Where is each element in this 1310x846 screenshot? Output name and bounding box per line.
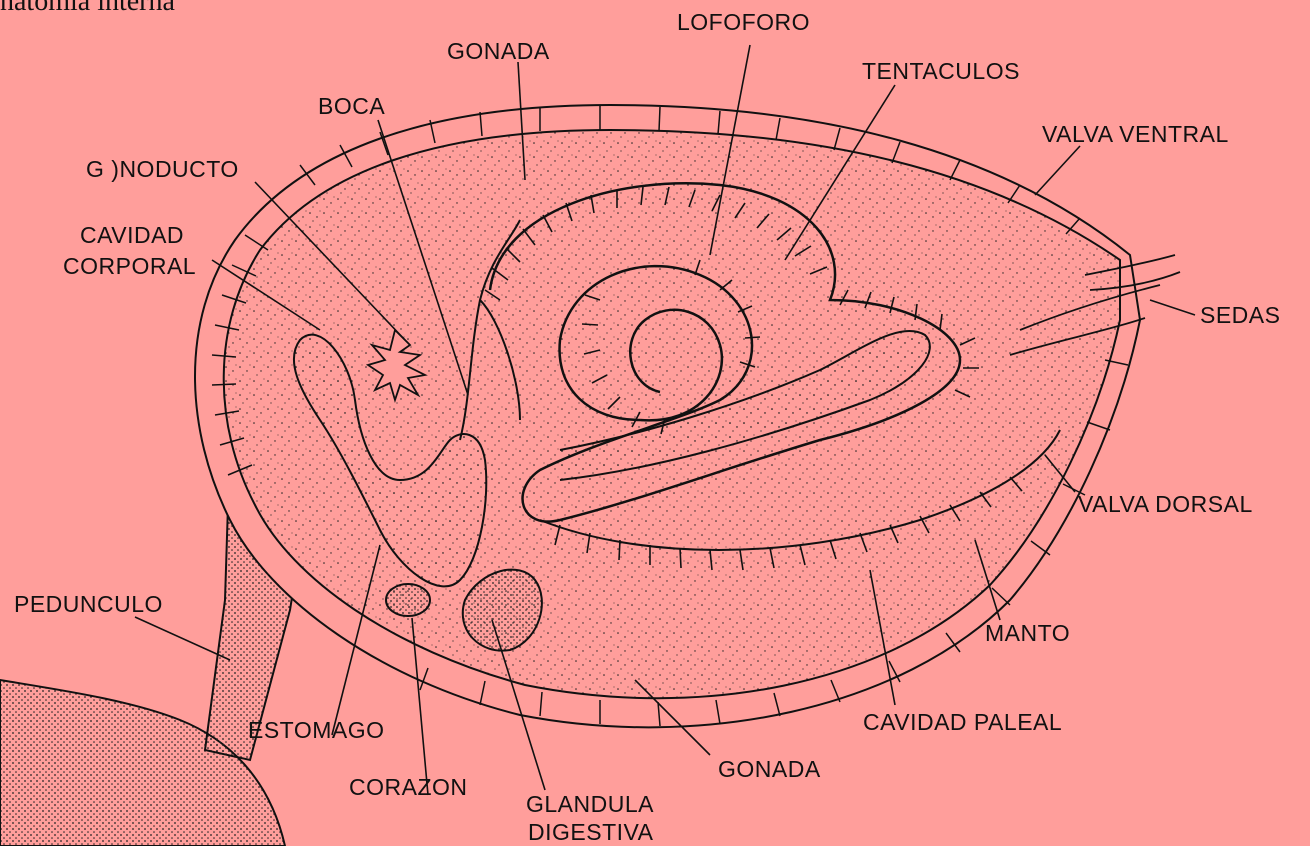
label-estomago: ESTOMAGO xyxy=(248,716,385,744)
label-gonoducto: G )NODUCTO xyxy=(86,155,239,183)
label-gonada-top: GONADA xyxy=(447,37,550,65)
label-pedunculo: PEDUNCULO xyxy=(14,590,163,618)
label-glandula-2: DIGESTIVA xyxy=(528,818,654,846)
label-lofoforo: LOFOFORO xyxy=(677,8,810,36)
label-glandula-1: GLANDULA xyxy=(526,790,654,818)
label-valva-dorsal: VALVA DORSAL xyxy=(1078,490,1253,518)
label-boca: BOCA xyxy=(318,92,385,120)
label-manto: MANTO xyxy=(985,619,1070,647)
label-cavidad-corporal-2: CORPORAL xyxy=(63,252,196,280)
label-gonada-bottom: GONADA xyxy=(718,755,821,783)
label-tentaculos: TENTACULOS xyxy=(862,57,1020,85)
label-cavidad-corporal-1: CAVIDAD xyxy=(80,221,184,249)
label-corazon: CORAZON xyxy=(349,773,468,801)
label-valva-ventral: VALVA VENTRAL xyxy=(1042,120,1229,148)
label-sedas: SEDAS xyxy=(1200,301,1280,329)
label-cavidad-paleal: CAVIDAD PALEAL xyxy=(863,708,1062,736)
heart xyxy=(386,584,430,616)
